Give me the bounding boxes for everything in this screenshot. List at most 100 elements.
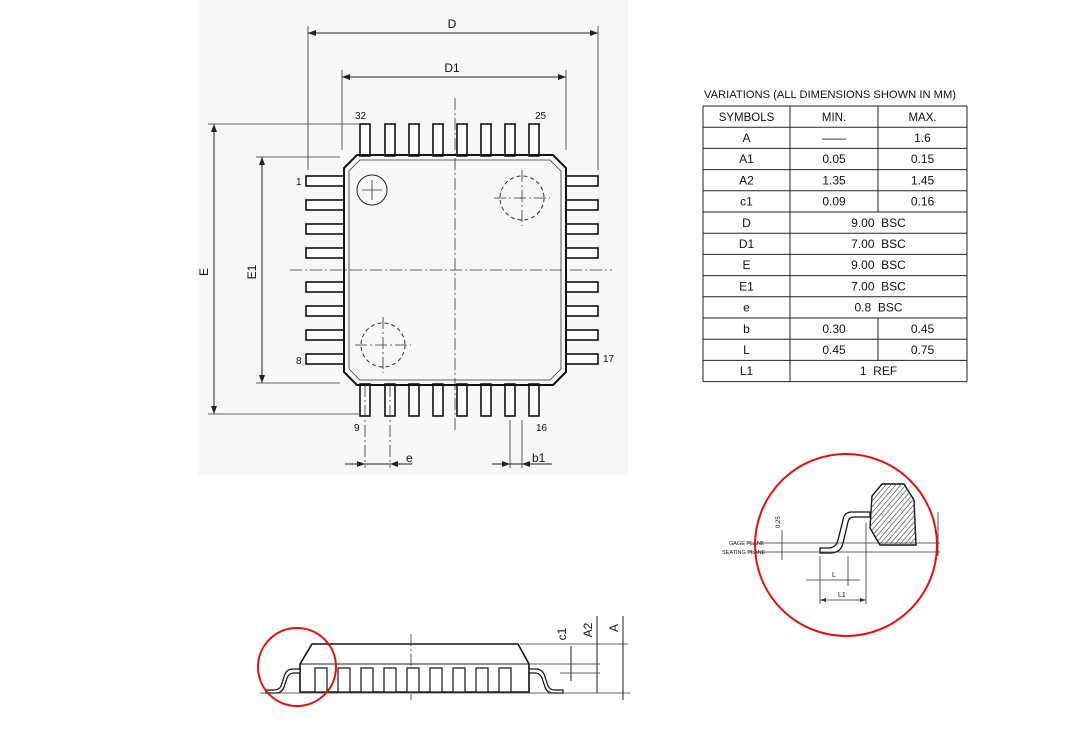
dim-label-b1: b1 bbox=[532, 451, 546, 465]
table-max-c1: 0.16 bbox=[911, 195, 935, 209]
pin-top-0 bbox=[359, 123, 371, 157]
pin-label-16: 16 bbox=[536, 423, 548, 434]
side-pin-7 bbox=[475, 667, 489, 693]
pin-bottom-7 bbox=[528, 383, 540, 417]
table-symbol-L: L bbox=[743, 343, 750, 357]
table-max-A: 1.6 bbox=[914, 131, 931, 145]
pin-right-4 bbox=[565, 281, 599, 293]
detail-dim-L1: L1 bbox=[838, 592, 846, 599]
table-max-b: 0.45 bbox=[911, 322, 935, 336]
pin-right-3 bbox=[565, 247, 599, 259]
package-body-inner bbox=[348, 159, 562, 381]
table-symbol-A: A bbox=[742, 131, 750, 145]
pin-bottom-3 bbox=[432, 383, 444, 417]
side-dim-c1: c1 bbox=[555, 627, 569, 640]
table-min-A: —— bbox=[822, 131, 846, 145]
table-symbol-E: E bbox=[742, 258, 750, 272]
table-symbol-A1: A1 bbox=[739, 152, 754, 166]
side-pin-8 bbox=[498, 667, 512, 693]
table-symbol-A2: A2 bbox=[739, 173, 754, 187]
table-max-L: 0.75 bbox=[911, 343, 935, 357]
gage-plane-label: GAGE PLANE bbox=[729, 541, 765, 547]
table-min-L: 0.45 bbox=[822, 343, 846, 357]
pin-top-6 bbox=[504, 123, 516, 157]
pin-label-1: 1 bbox=[296, 177, 302, 188]
side-pin-6 bbox=[452, 667, 466, 693]
table-symbol-e: e bbox=[743, 301, 750, 315]
pin-right-6 bbox=[565, 329, 599, 341]
pin-left-5 bbox=[305, 305, 345, 317]
pin-label-25: 25 bbox=[535, 111, 547, 122]
pin-right-5 bbox=[565, 305, 599, 317]
table-value-L1: 1 REF bbox=[860, 364, 897, 378]
pin-right-2 bbox=[565, 223, 599, 235]
table-symbol-D1: D1 bbox=[739, 237, 755, 251]
dim-label-e: e bbox=[406, 451, 413, 465]
pin-top-1 bbox=[384, 123, 396, 157]
detail-highlight-circle bbox=[754, 453, 938, 637]
table-symbol-b: b bbox=[743, 322, 750, 336]
pin-top-7 bbox=[528, 123, 540, 157]
table-max-A1: 0.15 bbox=[911, 152, 935, 166]
side-dim-A: A bbox=[607, 624, 621, 632]
table-grid bbox=[702, 105, 968, 383]
table-value-D: 9.00 BSC bbox=[851, 216, 906, 230]
table-value-E1: 7.00 BSC bbox=[851, 279, 906, 293]
package-body bbox=[343, 154, 567, 386]
table-value-e: 0.8 BSC bbox=[854, 301, 902, 315]
side-pin-5 bbox=[429, 667, 443, 693]
pin-left-0 bbox=[305, 175, 345, 187]
side-pin-0 bbox=[314, 667, 328, 693]
pin-left-7 bbox=[305, 353, 345, 365]
table-header-0: SYMBOLS bbox=[719, 112, 775, 124]
pin-top-4 bbox=[456, 123, 468, 157]
dim-label-D1: D1 bbox=[444, 61, 460, 75]
side-view: c1 A2 A bbox=[257, 616, 630, 707]
side-dim-A2: A2 bbox=[581, 622, 595, 637]
pin-top-2 bbox=[408, 123, 420, 157]
table-symbol-c1: c1 bbox=[740, 195, 753, 209]
pin-left-2 bbox=[305, 223, 345, 235]
pin-right-0 bbox=[565, 175, 599, 187]
dim-label-D: D bbox=[448, 17, 457, 31]
side-pin-4 bbox=[406, 667, 420, 693]
side-pin-3 bbox=[383, 667, 397, 693]
gage-value-label: 0.25 bbox=[776, 516, 782, 528]
detail-lead bbox=[819, 511, 871, 554]
pin-top-3 bbox=[432, 123, 444, 157]
table-min-b: 0.30 bbox=[822, 322, 846, 336]
seating-plane-label: SEATING PLANE bbox=[722, 550, 766, 556]
table-symbol-L1: L1 bbox=[740, 364, 754, 378]
dim-label-E1: E1 bbox=[245, 264, 259, 279]
side-lead-left bbox=[265, 668, 301, 694]
table-value-E: 9.00 BSC bbox=[851, 258, 906, 272]
table-header-2: MAX. bbox=[908, 112, 936, 124]
pin-left-4 bbox=[305, 281, 345, 293]
dim-label-E: E bbox=[197, 268, 211, 276]
table-min-c1: 0.09 bbox=[822, 195, 846, 209]
pin-left-1 bbox=[305, 199, 345, 211]
side-lead-right bbox=[528, 668, 564, 694]
table-symbol-D: D bbox=[742, 216, 751, 230]
side-view-pins bbox=[314, 667, 512, 693]
side-view-highlight-circle bbox=[257, 627, 337, 707]
table-header-1: MIN. bbox=[822, 112, 846, 124]
top-view: D D1 E E1 1 8 9 16 17 25 32 bbox=[197, 17, 615, 468]
table-min-A1: 0.05 bbox=[822, 152, 846, 166]
pin-bottom-4 bbox=[456, 383, 468, 417]
variations-table: VARIATIONS (ALL DIMENSIONS SHOWN IN MM) … bbox=[702, 89, 968, 383]
table-min-A2: 1.35 bbox=[822, 173, 846, 187]
pin-left-3 bbox=[305, 247, 345, 259]
pin-label-9: 9 bbox=[354, 423, 360, 434]
pin-top-5 bbox=[480, 123, 492, 157]
pin-bottom-5 bbox=[480, 383, 492, 417]
pin-bottom-6 bbox=[504, 383, 516, 417]
side-pin-2 bbox=[360, 667, 374, 693]
pin-bottom-2 bbox=[408, 383, 420, 417]
pin-right-7 bbox=[565, 353, 599, 365]
detail-dim-L: L bbox=[832, 572, 836, 579]
side-pin-1 bbox=[337, 667, 351, 693]
table-symbol-E1: E1 bbox=[739, 279, 754, 293]
